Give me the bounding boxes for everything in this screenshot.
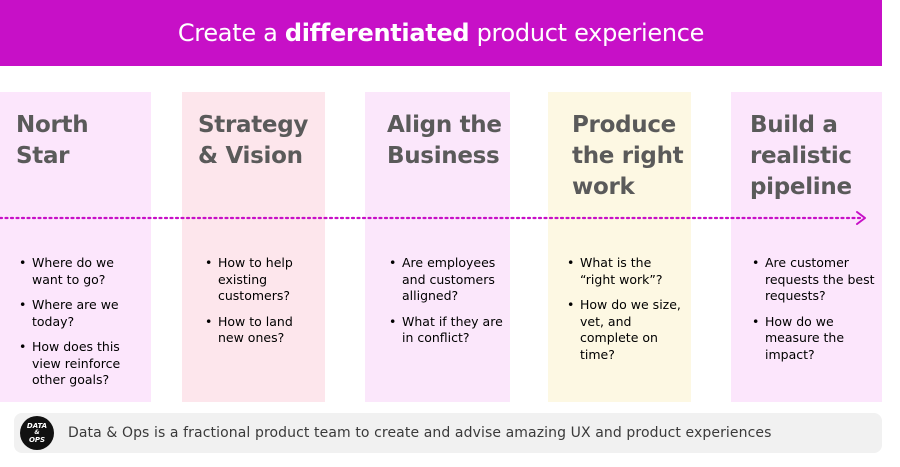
list-item: What is the “right work”? xyxy=(567,255,685,288)
bullet-list: How to help existing customers? How to l… xyxy=(205,255,319,356)
list-item: How to land new ones? xyxy=(205,314,319,347)
logo-line2: OPS xyxy=(28,436,46,444)
list-item: What if they are in conflict? xyxy=(389,314,504,347)
data-ops-logo: DATA & OPS xyxy=(20,416,54,450)
footer-text: Data & Ops is a fractional product team … xyxy=(68,425,772,441)
list-item: How do we size, vet, and complete on tim… xyxy=(567,297,685,363)
column-title: Produce the right work xyxy=(572,112,684,200)
timeline-arrow xyxy=(0,211,866,225)
column-title: North Star xyxy=(16,112,89,169)
column-title: Strategy & Vision xyxy=(198,112,309,169)
list-item: Where are we today? xyxy=(19,297,145,330)
list-item: How do we measure the impact? xyxy=(752,314,876,364)
list-item: Are customer requests the best requests? xyxy=(752,255,876,305)
list-item: Where do we want to go? xyxy=(19,255,145,288)
column-build-pipeline: Build a realistic pipeline Are customer … xyxy=(731,92,882,402)
list-item: Are employees and customers alligned? xyxy=(389,255,504,305)
bullet-list: What is the “right work”? How do we size… xyxy=(567,255,685,372)
column-produce-right-work: Produce the right work What is the “righ… xyxy=(548,92,691,402)
banner-title: Create a differentiated product experien… xyxy=(177,19,705,47)
column-align-business: Align the Business Are employees and cus… xyxy=(365,92,510,402)
header-banner: Create a differentiated product experien… xyxy=(0,0,882,66)
list-item: How does this view reinforce other goals… xyxy=(19,339,145,389)
bullet-list: Are employees and customers alligned? Wh… xyxy=(389,255,504,356)
bullet-list: Are customer requests the best requests?… xyxy=(752,255,876,372)
footer-bar: DATA & OPS Data & Ops is a fractional pr… xyxy=(14,413,882,453)
column-strategy-vision: Strategy & Vision How to help existing c… xyxy=(182,92,325,402)
logo-amp: & xyxy=(34,429,40,436)
list-item: How to help existing customers? xyxy=(205,255,319,305)
column-north-star: North Star Where do we want to go? Where… xyxy=(0,92,151,402)
column-title: Build a realistic pipeline xyxy=(750,112,852,200)
logo-line1: DATA xyxy=(26,422,48,430)
column-title: Align the Business xyxy=(387,112,502,169)
bullet-list: Where do we want to go? Where are we tod… xyxy=(19,255,145,398)
arrow-head-icon xyxy=(856,211,866,225)
